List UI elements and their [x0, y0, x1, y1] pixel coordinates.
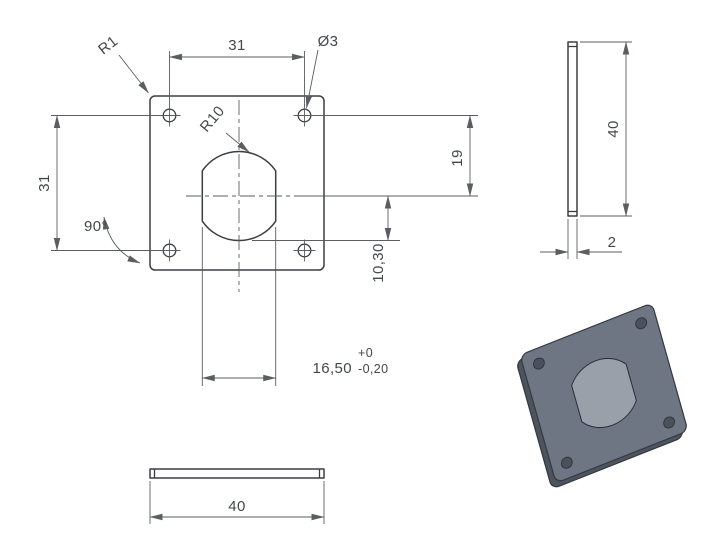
angle-90-label: 90°	[84, 218, 108, 235]
bottom-view-outline	[149, 468, 325, 479]
dim-40-side-label: 40	[605, 120, 622, 138]
dim-19-label: 19	[449, 149, 466, 167]
leader-r10	[225, 132, 250, 153]
dim-10-30-label: 10,30	[370, 243, 387, 283]
dim-16-50-label: 16,50	[312, 360, 352, 377]
dim-31-left-label: 31	[36, 174, 53, 192]
r10-label: R10	[197, 103, 228, 136]
hole-centermarks	[158, 104, 316, 262]
tolerance-upper-label: +0	[358, 346, 373, 360]
iso-corner-hole	[635, 317, 648, 330]
dim-2-label: 2	[608, 234, 617, 251]
extension-lines	[51, 51, 478, 524]
plate-outline	[149, 95, 325, 271]
center-hole	[201, 150, 277, 242]
dim-40-bottom-label: 40	[228, 498, 246, 515]
isometric-view	[517, 304, 687, 488]
iso-center-hole	[571, 357, 637, 429]
bottom-view: 40	[149, 468, 325, 521]
side-view: 40 2	[540, 41, 632, 259]
r1-label: R1	[95, 33, 121, 59]
iso-corner-hole	[532, 357, 545, 370]
side-view-outline	[567, 41, 578, 217]
angle-arc	[102, 216, 141, 264]
front-view: 31 R1 Ø3 R10 31 90° 19 10,30 16,50 +0 -0…	[36, 33, 478, 524]
leader-r1	[118, 54, 149, 94]
tolerance-lower-label: -0,20	[358, 362, 389, 376]
iso-corner-hole	[560, 456, 573, 469]
leader-diameter-3	[305, 49, 319, 109]
iso-corner-hole	[663, 416, 676, 429]
iso-plate-top	[521, 304, 687, 482]
diameter-3-label: Ø3	[318, 33, 339, 50]
dim-31-top-label: 31	[228, 37, 246, 54]
